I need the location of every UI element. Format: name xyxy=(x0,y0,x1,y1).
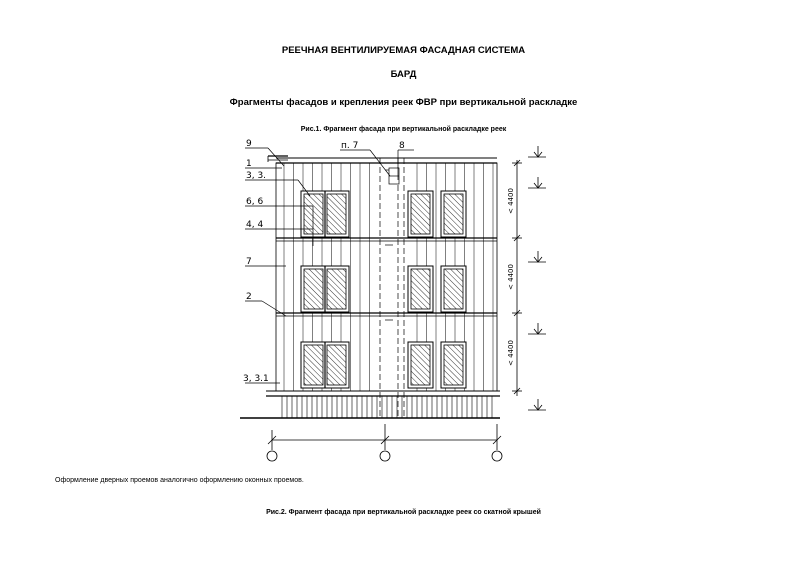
central-column xyxy=(379,158,405,418)
axis-marker-1 xyxy=(266,450,278,462)
level-mark-1 xyxy=(528,146,546,158)
callout-3-3: 3, 3. xyxy=(246,171,266,181)
level-marks xyxy=(528,146,546,411)
callout-labels: 9 1 3, 3. 6, 6 4, 4 7 2 3, 3.1 п. 7 8 xyxy=(243,139,405,384)
callout-p7: п. 7 xyxy=(341,141,358,151)
plinth xyxy=(281,396,493,418)
window-right-2-floor-2 xyxy=(440,265,467,313)
callout-6-6: 6, 6 xyxy=(246,197,263,207)
dimension-2: < 4400 xyxy=(507,264,515,290)
axis-marker-3 xyxy=(491,450,503,462)
axis-marker-2 xyxy=(379,450,391,462)
callout-9: 9 xyxy=(246,139,252,149)
figure-2-caption: Рис.2. Фрагмент фасада при вертикальной … xyxy=(266,509,541,516)
dimension-chain xyxy=(512,159,522,396)
window-right-1-floor-1 xyxy=(407,190,434,238)
callout-2: 2 xyxy=(246,292,252,302)
callout-3-3-1: 3, 3.1 xyxy=(243,374,269,384)
window-right-1-floor-3 xyxy=(407,341,434,389)
window-left-floor-3 xyxy=(300,341,350,389)
windows xyxy=(300,190,467,389)
callout-7: 7 xyxy=(246,257,252,267)
window-right-1-floor-2 xyxy=(407,265,434,313)
callout-1: 1 xyxy=(246,159,252,169)
level-mark-2 xyxy=(528,177,546,189)
dimension-3: < 4400 xyxy=(507,340,515,366)
callout-4-4: 4, 4 xyxy=(246,220,263,230)
dimension-labels: < 4400 < 4400 < 4400 xyxy=(507,188,515,366)
document-subtitle: Фрагменты фасадов и крепления реек ФВР п… xyxy=(229,97,578,108)
window-left-floor-2 xyxy=(300,265,350,313)
callout-leaders xyxy=(245,147,414,384)
system-name: БАРД xyxy=(390,69,417,80)
door-openings-note: Оформление дверных проемов аналогично оф… xyxy=(55,477,304,484)
figure-1-caption: Рис.1. Фрагмент фасада при вертикальной … xyxy=(300,126,507,133)
level-mark-5 xyxy=(528,399,546,411)
level-mark-4 xyxy=(528,323,546,335)
level-mark-3 xyxy=(528,251,546,263)
window-right-2-floor-1 xyxy=(440,190,467,238)
dimension-1: < 4400 xyxy=(507,188,515,214)
axis-line xyxy=(266,424,503,462)
window-left-floor-1 xyxy=(300,190,350,238)
document-title: РЕЕЧНАЯ ВЕНТИЛИРУЕМАЯ ФАСАДНАЯ СИСТЕМА xyxy=(281,45,526,56)
window-right-2-floor-3 xyxy=(440,341,467,389)
facade-outline xyxy=(240,155,500,419)
callout-8: 8 xyxy=(399,141,405,151)
